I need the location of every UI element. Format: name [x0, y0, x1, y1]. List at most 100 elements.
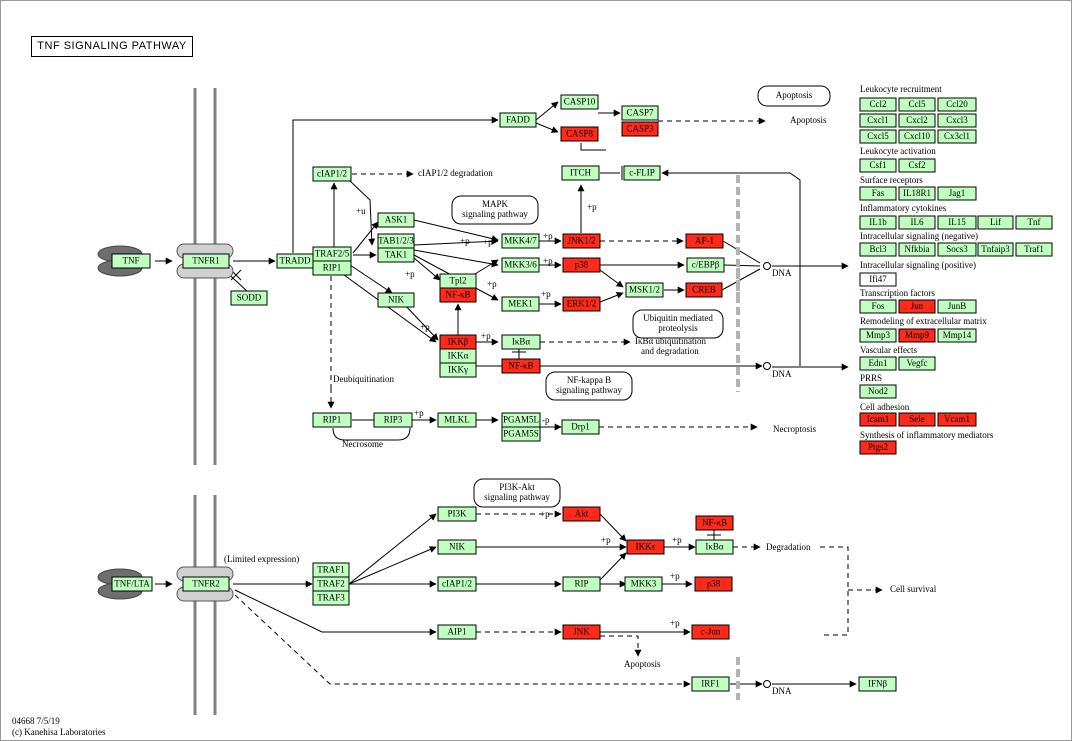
target-gene-cxcl5[interactable]: Cxcl5 — [859, 129, 897, 144]
gene-pgam5l[interactable]: PGAM5L — [501, 412, 541, 428]
gene-rip[interactable]: RIP — [562, 576, 601, 592]
gene-traf1[interactable]: TRAF1 — [312, 562, 350, 578]
map-apoptosis[interactable]: Apoptosis — [757, 85, 831, 107]
gene-traf3[interactable]: TRAF3 — [312, 590, 350, 606]
gene-ifnb[interactable]: IFNβ — [858, 676, 897, 692]
target-gene-csf2[interactable]: Csf2 — [898, 158, 936, 173]
target-gene-bcl3[interactable]: Bcl3 — [859, 242, 897, 257]
target-gene-sele[interactable]: Sele — [898, 412, 936, 427]
gene-mkk3-6[interactable]: MKK3/6 — [501, 257, 540, 273]
target-gene-fas[interactable]: Fas — [859, 186, 897, 201]
gene-casp10[interactable]: CASP10 — [560, 94, 599, 110]
target-gene-ccl2[interactable]: Ccl2 — [859, 97, 897, 112]
gene-itch[interactable]: ITCH — [561, 165, 600, 181]
gene-drp1[interactable]: Drp1 — [561, 419, 600, 435]
gene-tak1[interactable]: TAK1 — [377, 247, 415, 263]
target-gene-cxcl1[interactable]: Cxcl1 — [859, 113, 897, 128]
target-gene-vegfc[interactable]: Vegfc — [898, 356, 936, 371]
gene-nfkb-bot[interactable]: NF-κB — [695, 515, 734, 531]
gene-nfkb-top[interactable]: NF-κB — [439, 287, 477, 303]
target-gene-tnfaip3[interactable]: Tnfaip3 — [977, 242, 1014, 257]
gene-traf2[interactable]: TRAF2 — [312, 576, 350, 592]
gene-cebpb[interactable]: c/EBPβ — [686, 257, 725, 273]
gene-ikkg[interactable]: IKKγ — [439, 362, 477, 378]
gene-aip1[interactable]: AIP1 — [437, 624, 477, 640]
gene-casp8[interactable]: CASP8 — [560, 126, 599, 142]
target-gene-mmp3[interactable]: Mmp3 — [859, 328, 897, 343]
gene-ciap1-2-bot[interactable]: cIAP1/2 — [437, 576, 477, 592]
gene-fadd[interactable]: FADD — [499, 112, 537, 128]
gene-tnf-lta[interactable]: TNF/LTA — [111, 576, 153, 592]
target-gene-cxcl3[interactable]: Cxcl3 — [937, 113, 977, 128]
target-gene-mmp14[interactable]: Mmp14 — [937, 328, 977, 343]
target-gene-il18r1[interactable]: IL18R1 — [898, 186, 936, 201]
gene-ap1[interactable]: AP-1 — [685, 233, 724, 249]
gene-rip1[interactable]: RIP1 — [312, 260, 352, 276]
gene-ikka[interactable]: IKKα — [439, 348, 477, 364]
gene-msk1-2[interactable]: MSK1/2 — [625, 282, 664, 298]
target-gene-nod2[interactable]: Nod2 — [859, 384, 897, 399]
target-gene-ptgs2[interactable]: Ptgs2 — [859, 440, 897, 455]
gene-nik-bot[interactable]: NIK — [437, 539, 477, 555]
gene-cflip[interactable]: c-FLIP — [623, 165, 661, 181]
target-gene-ccl5[interactable]: Ccl5 — [898, 97, 936, 112]
target-gene-edn1[interactable]: Edn1 — [859, 356, 897, 371]
gene-ikkb[interactable]: IKKβ — [439, 334, 477, 350]
target-gene-traf1[interactable]: Traf1 — [1015, 242, 1053, 257]
target-gene-ccl20[interactable]: Ccl20 — [937, 97, 977, 112]
gene-tpl2[interactable]: Tpl2 — [439, 273, 477, 289]
target-gene-il6[interactable]: IL6 — [898, 215, 936, 230]
target-gene-icam1[interactable]: Icam1 — [859, 412, 897, 427]
target-gene-jag1[interactable]: Jag1 — [937, 186, 977, 201]
gene-tnfr1[interactable]: TNFR1 — [182, 253, 230, 269]
gene-mlkl[interactable]: MLKL — [437, 412, 477, 428]
gene-tnfr2[interactable]: TNFR2 — [182, 576, 230, 592]
gene-sodd[interactable]: SODD — [230, 290, 268, 306]
gene-traf2-5[interactable]: TRAF2/5 — [312, 246, 352, 262]
gene-mkk3[interactable]: MKK3 — [624, 576, 663, 592]
target-gene-fos[interactable]: Fos — [859, 299, 897, 314]
gene-p38-bot[interactable]: p38 — [694, 576, 733, 592]
gene-pi3k[interactable]: PI3K — [437, 506, 477, 522]
target-gene-ifi47[interactable]: Ifi47 — [859, 272, 897, 287]
gene-rip3[interactable]: RIP3 — [373, 412, 413, 428]
target-gene-tnf[interactable]: Tnf — [1015, 215, 1053, 230]
gene-jnk1-2[interactable]: JNK1/2 — [562, 233, 601, 249]
gene-jnk[interactable]: JNK — [562, 624, 601, 640]
target-gene-socs3[interactable]: Socs3 — [937, 242, 977, 257]
gene-ikke[interactable]: IKKε — [626, 539, 665, 555]
gene-rip1-b[interactable]: RIP1 — [312, 412, 352, 428]
gene-creb[interactable]: CREB — [685, 282, 723, 298]
gene-casp3[interactable]: CASP3 — [621, 121, 659, 137]
target-gene-mmp9[interactable]: Mmp9 — [898, 328, 936, 343]
gene-ciap1-2-top[interactable]: cIAP1/2 — [312, 166, 352, 182]
gene-casp7[interactable]: CASP7 — [621, 105, 659, 121]
gene-tnf[interactable]: TNF — [111, 253, 151, 269]
gene-erk1-2[interactable]: ERK1/2 — [562, 296, 601, 312]
gene-mek1[interactable]: MEK1 — [501, 296, 540, 312]
target-gene-cx3cl1[interactable]: Cx3cl1 — [937, 129, 977, 144]
target-gene-lif[interactable]: Lif — [977, 215, 1014, 230]
target-gene-vcam1[interactable]: Vcam1 — [937, 412, 977, 427]
target-gene-il15[interactable]: IL15 — [937, 215, 977, 230]
gene-p38-top[interactable]: p38 — [562, 257, 601, 273]
gene-ikba-bot[interactable]: IκBα — [695, 539, 734, 555]
target-gene-cxcl10[interactable]: Cxcl10 — [898, 129, 936, 144]
gene-nik-top[interactable]: NIK — [377, 292, 415, 308]
target-gene-nfkbia[interactable]: Nfkbia — [898, 242, 936, 257]
gene-nfkb-mid[interactable]: NF-κB — [501, 358, 541, 374]
target-gene-jun[interactable]: Jun — [898, 299, 936, 314]
gene-cjun[interactable]: c-Jun — [691, 624, 730, 640]
gene-ikba-top[interactable]: IκBα — [501, 334, 541, 350]
gene-pgam5s[interactable]: PGAM5S — [501, 426, 541, 442]
gene-irf1[interactable]: IRF1 — [691, 676, 730, 692]
target-gene-il1b[interactable]: IL1b — [859, 215, 897, 230]
gene-ask1[interactable]: ASK1 — [377, 212, 415, 228]
target-gene-csf1[interactable]: Csf1 — [859, 158, 897, 173]
target-gene-cxcl2[interactable]: Cxcl2 — [898, 113, 936, 128]
target-gene-junb[interactable]: JunB — [937, 299, 977, 314]
